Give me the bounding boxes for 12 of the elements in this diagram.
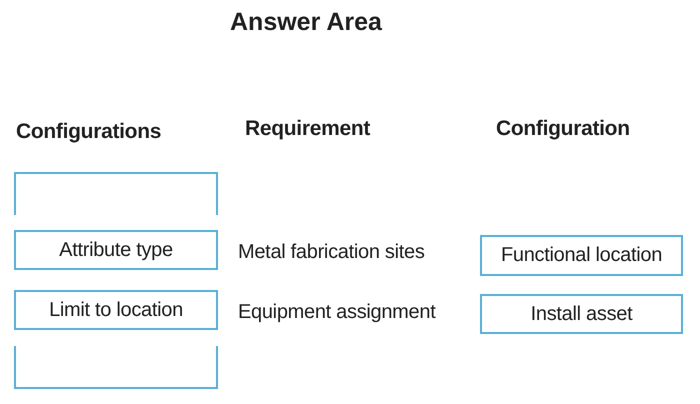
answer-box: Limit to location <box>14 290 218 330</box>
answer-box: Attribute type <box>14 230 218 270</box>
requirement-text: Metal fabrication sites <box>238 241 425 264</box>
answer-box: Install asset <box>480 294 683 334</box>
empty-answer-box <box>14 172 218 215</box>
column-heading: Requirement <box>245 117 370 141</box>
column-heading: Configurations <box>16 120 162 144</box>
title: Answer Area <box>230 8 382 37</box>
answer-box: Functional location <box>480 235 683 276</box>
empty-answer-box <box>14 346 218 389</box>
column-heading: Configuration <box>496 117 630 141</box>
requirement-text: Equipment assignment <box>238 301 436 324</box>
